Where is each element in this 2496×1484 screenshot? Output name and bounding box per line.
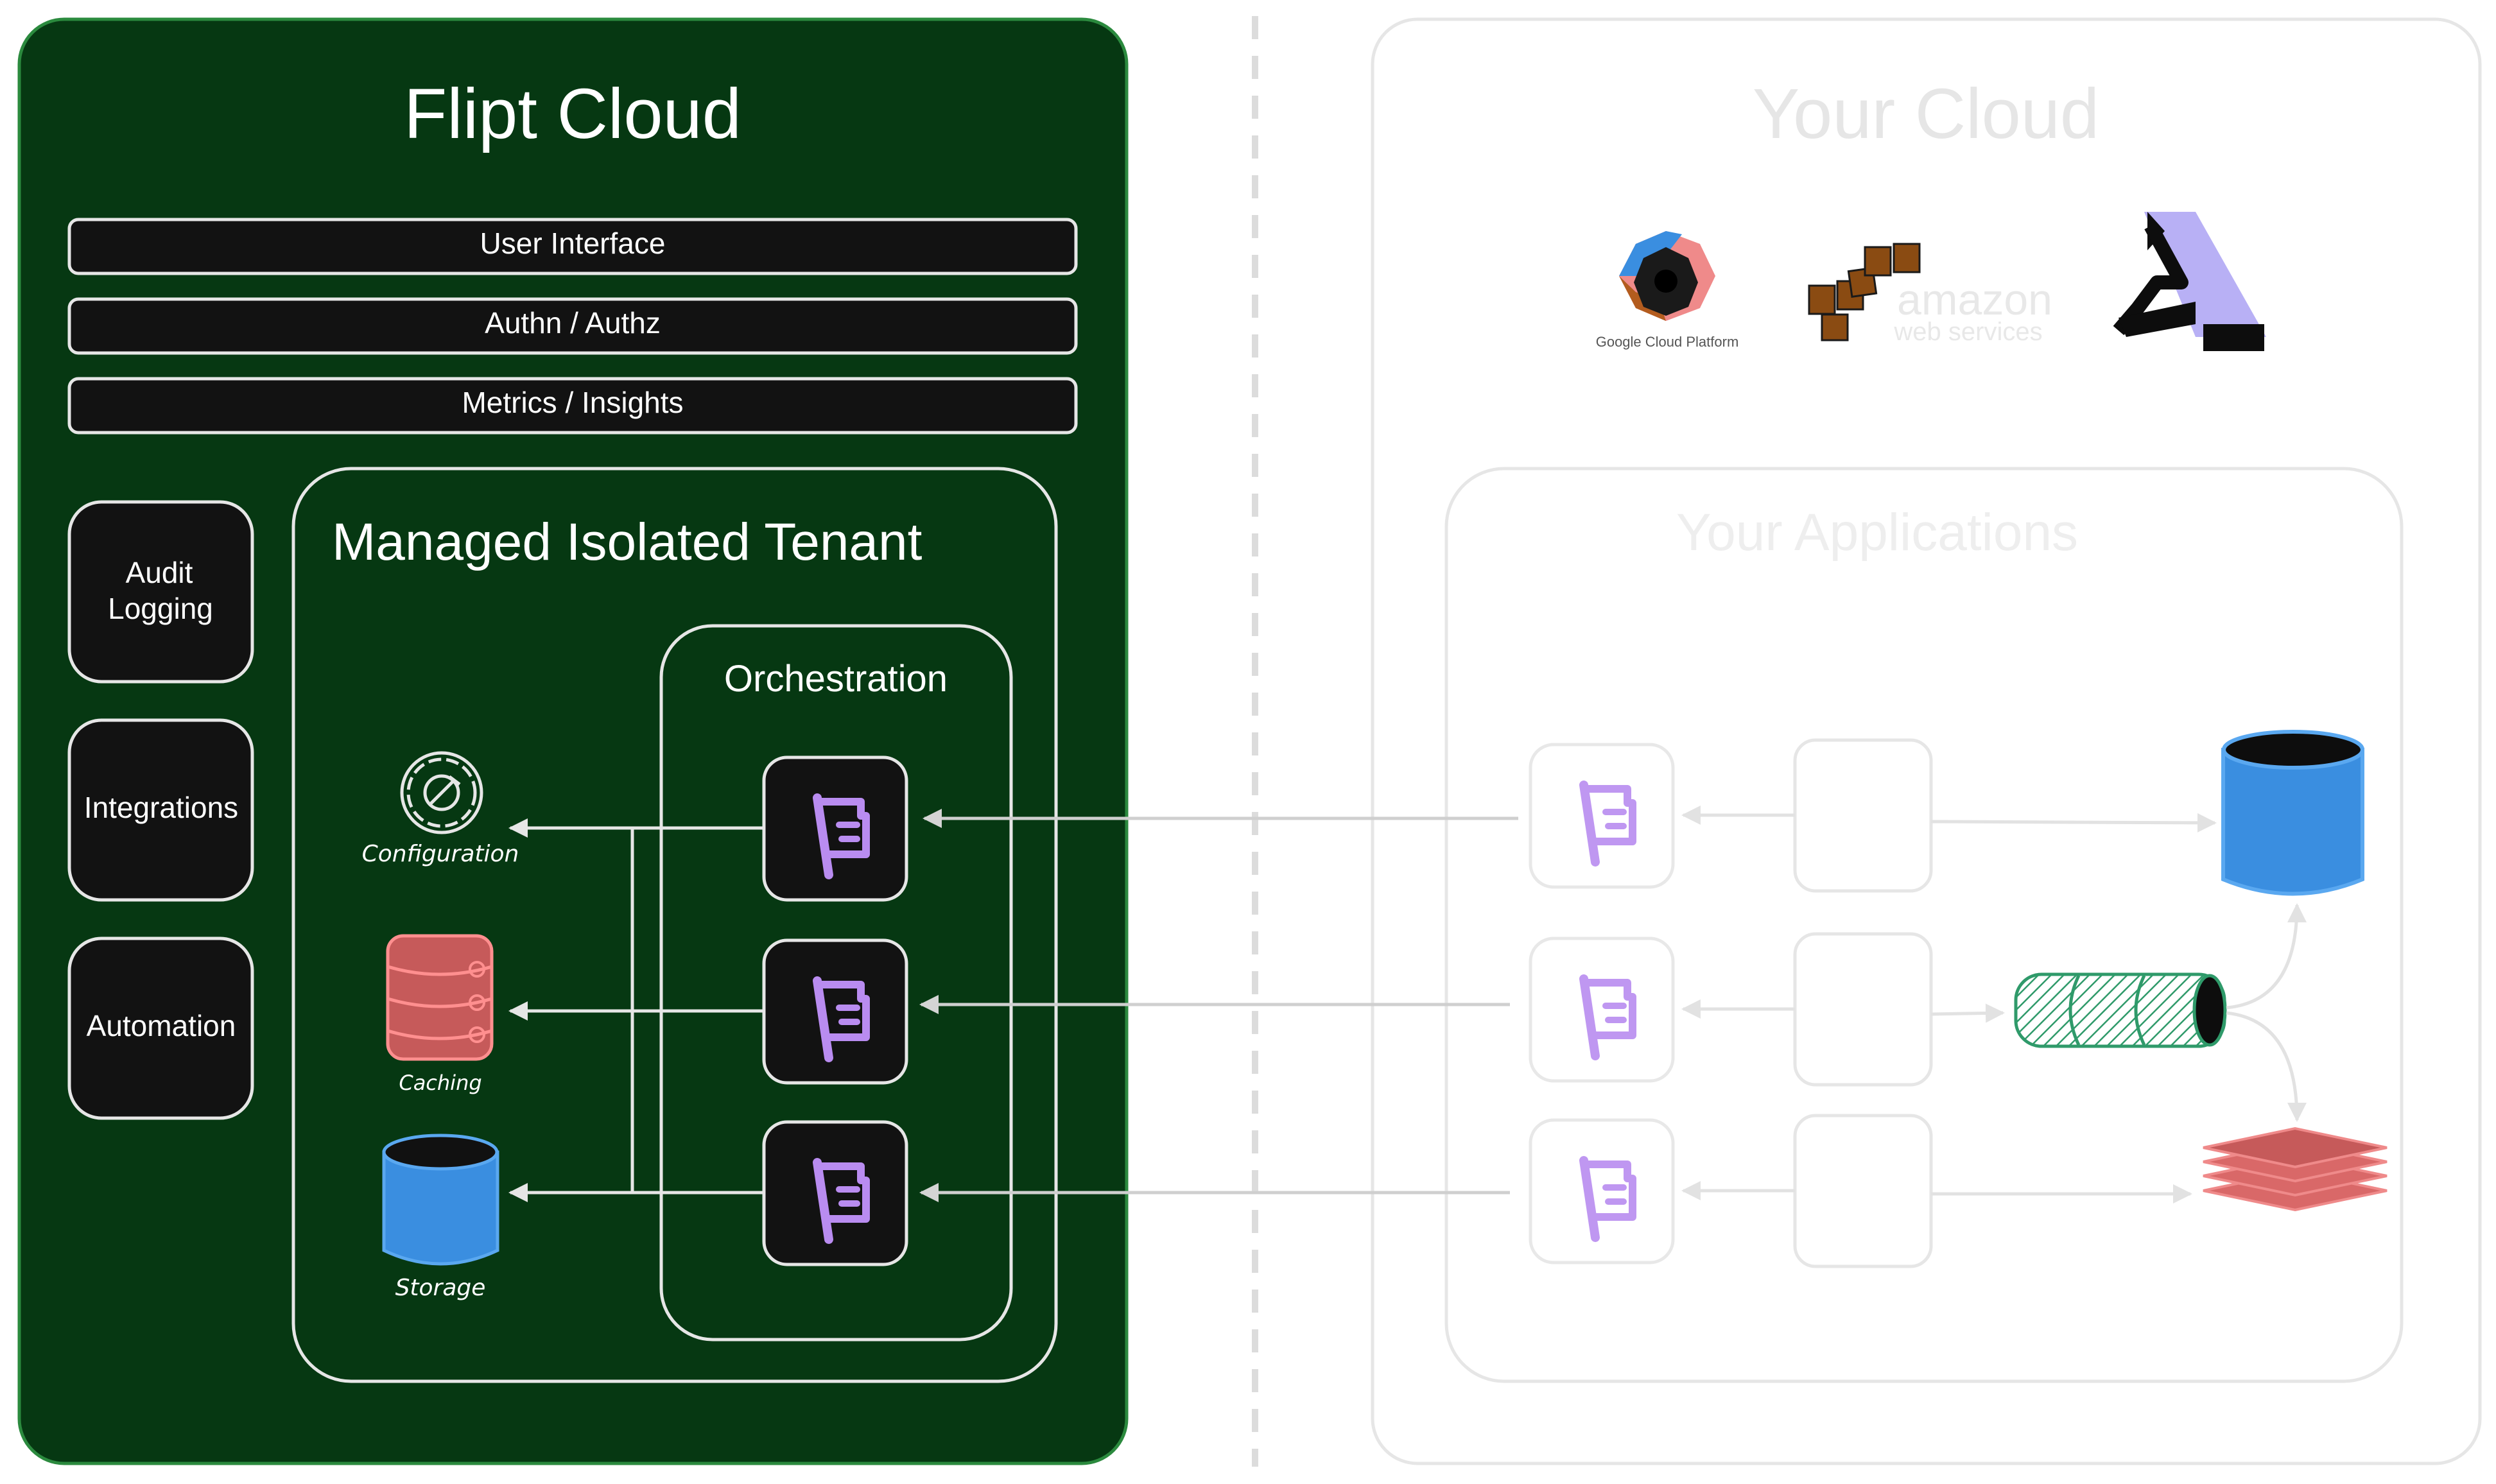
- pipe-queue-icon: [2014, 972, 2227, 1048]
- your-cloud-panel: [1371, 17, 2482, 1465]
- bar-user-interface-label: User Interface: [480, 227, 666, 260]
- aws-label-line2: web services: [1893, 318, 2042, 346]
- application-arrows: [1681, 806, 2307, 1204]
- app-storage-cylinder: [2221, 730, 2364, 896]
- gcp-label: Google Cloud Platform: [1596, 334, 1739, 350]
- app-flag-node-3: [1529, 1118, 1675, 1264]
- app-service-box-2: [1793, 932, 1933, 1087]
- bar-user-interface: User Interface: [67, 218, 1078, 275]
- database-stack-icon: [386, 934, 494, 1061]
- aws-label-line1: amazon: [1897, 275, 2052, 324]
- orchestration-node-1: [762, 755, 908, 902]
- third-cloud-logo: [2113, 212, 2266, 351]
- your-applications-panel: [1444, 467, 2404, 1383]
- your-applications-title: Your Applications: [1676, 503, 2078, 562]
- cylinder-icon: [2221, 730, 2364, 896]
- gear-wrench-icon: [400, 751, 483, 834]
- managed-isolated-tenant-panel: [291, 467, 1058, 1383]
- bar-authn-authz: Authn / Authz: [67, 297, 1078, 355]
- bar-metrics-insights: Metrics / Insights: [67, 377, 1078, 435]
- configuration-label: Configuration: [362, 841, 519, 867]
- cross-cloud-arrows: [919, 809, 1518, 1202]
- audit-logging-label-line2: Logging: [108, 592, 213, 625]
- orchestration-title: Orchestration: [724, 658, 948, 700]
- app-service-box-3: [1793, 1114, 1933, 1268]
- managed-isolated-tenant-title: Managed Isolated Tenant: [332, 513, 923, 571]
- storage-label: Storage: [395, 1275, 486, 1301]
- audit-logging-label-line1: Audit: [126, 556, 193, 589]
- orchestration-node-3: [762, 1120, 908, 1266]
- your-cloud-title: Your Cloud: [1753, 74, 2099, 153]
- cylinder-icon: [382, 1134, 499, 1266]
- flipt-cloud-title: Flipt Cloud: [404, 74, 741, 153]
- app-flag-node-1: [1529, 743, 1675, 889]
- automation-box: Automation: [67, 936, 254, 1120]
- caching-service: Caching: [386, 934, 494, 1095]
- automation-label: Automation: [87, 1009, 236, 1042]
- integrations-box: Integrations: [67, 718, 254, 902]
- app-queue-pipe: [2014, 972, 2227, 1048]
- bar-authn-authz-label: Authn / Authz: [485, 306, 661, 340]
- app-service-box-1: [1793, 738, 1933, 893]
- caching-label: Caching: [399, 1071, 481, 1095]
- aws-logo: amazon web services: [1808, 243, 2052, 346]
- bar-metrics-insights-label: Metrics / Insights: [462, 386, 683, 419]
- storage-service: Storage: [382, 1134, 499, 1301]
- app-flag-node-2: [1529, 936, 1675, 1083]
- orchestration-connectors: [508, 818, 764, 1202]
- integrations-label: Integrations: [84, 791, 238, 824]
- orchestration-node-2: [762, 938, 908, 1085]
- app-stacked-layers: [2203, 1126, 2388, 1212]
- stacked-layers-icon: [2203, 1126, 2388, 1212]
- audit-logging-box: Audit Logging: [67, 500, 254, 684]
- configuration-service: Configuration: [362, 751, 519, 867]
- gcp-logo: Google Cloud Platform: [1596, 231, 1739, 350]
